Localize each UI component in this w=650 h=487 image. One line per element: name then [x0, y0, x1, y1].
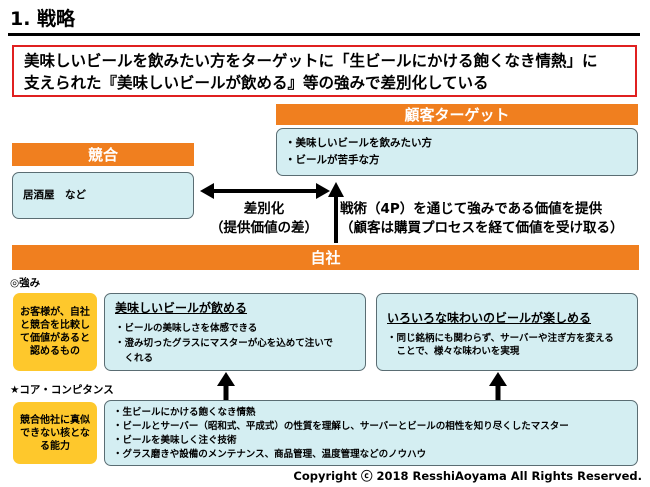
strength-item: ことで、様々な味わいを実現 — [387, 346, 520, 357]
strengths-label: ◎強み — [10, 277, 41, 289]
core-badge: 競合他社に真似できない核となる能力 — [13, 402, 97, 464]
differentiation-label: 差別化 （提供価値の差） — [196, 200, 332, 238]
company-header-label: 自社 — [310, 249, 341, 267]
core-label: ★コア・コンピタンス — [10, 384, 114, 396]
strength-heading: 美味しいビールが飲める — [115, 301, 248, 315]
competitor-box: 居酒屋 など — [12, 172, 194, 219]
strengths-badge-text: お客様が、自社と競合を比較して価値があると認めるもの — [20, 307, 90, 357]
core-item: ・グラス磨きや設備のメンテナンス、商品管理、温度管理などのノウハウ — [113, 449, 427, 460]
company-header: 自社 — [12, 245, 639, 270]
technique-label: 戦術（4P）を通じて強みである価値を提供 （顧客は購買プロセスを経て価値を受け取… — [340, 200, 640, 238]
target-header-label: 顧客ターゲット — [404, 106, 510, 124]
strength-item: ・ビールの美味しさを体感できる — [115, 323, 258, 334]
strength-box-delicious: 美味しいビールが飲める ・ビールの美味しさを体感できる ・澄み切ったグラスにマス… — [104, 293, 366, 371]
up-arrow-icon — [328, 182, 344, 243]
double-arrow-icon — [200, 183, 330, 199]
core-item: ・生ビールにかける飽くなき情熱 — [113, 407, 256, 418]
target-header: 顧客ターゲット — [276, 104, 638, 125]
up-arrow-icon — [489, 372, 507, 400]
page-title: 1. 戦略 — [10, 8, 76, 30]
competitor-text: 居酒屋 など — [23, 189, 86, 201]
summary-line-2: 支えられた『美味しいビールが飲める』等の強みで差別化している — [24, 74, 489, 92]
competitor-header-label: 競合 — [87, 146, 118, 164]
strength-item: ・澄み切ったグラスにマスターが心を込めて注いで — [115, 338, 334, 349]
technique-line-2: （顧客は購買プロセスを経て価値を受け取る） — [340, 220, 624, 236]
strategy-summary: 美味しいビールを飲みたい方をターゲットに「生ビールにかける飽くなき情熱」に 支え… — [12, 45, 637, 97]
differentiation-line-2: （提供価値の差） — [210, 220, 318, 236]
competitor-header: 競合 — [12, 143, 194, 166]
core-badge-text: 競合他社に真似できない核となる能力 — [20, 414, 90, 452]
strength-item: ・同じ銘柄にも関わらず、サーバーや注ぎ方を変える — [387, 333, 614, 344]
strength-box-variety: いろいろな味わいのビールが楽しめる ・同じ銘柄にも関わらず、サーバーや注ぎ方を変… — [376, 293, 638, 371]
core-item: ・ビールを美味しく注ぐ技術 — [113, 435, 237, 446]
title-divider — [8, 33, 640, 36]
strength-heading: いろいろな味わいのビールが楽しめる — [387, 311, 592, 325]
differentiation-line-1: 差別化 — [243, 201, 285, 217]
core-box: ・生ビールにかける飽くなき情熱 ・ビールとサーバー（昭和式、平成式）の性質を理解… — [104, 400, 638, 466]
technique-line-1: 戦術（4P）を通じて強みである価値を提供 — [340, 201, 603, 217]
core-item: ・ビールとサーバー（昭和式、平成式）の性質を理解し、サーバーとビールの相性を知り… — [113, 421, 569, 432]
target-item: ・美味しいビールを飲みたい方 — [285, 137, 432, 149]
up-arrow-icon — [217, 372, 235, 400]
target-box: ・美味しいビールを飲みたい方 ・ビールが苦手な方 — [276, 128, 638, 176]
target-item: ・ビールが苦手な方 — [285, 154, 380, 166]
strengths-badge: お客様が、自社と競合を比較して価値があると認めるもの — [13, 293, 97, 371]
strength-item: くれる — [115, 353, 154, 364]
copyright-notice: Copyright ⓒ 2018 ResshiAoyama All Rights… — [293, 469, 642, 483]
summary-line-1: 美味しいビールを飲みたい方をターゲットに「生ビールにかける飽くなき情熱」に — [24, 52, 598, 70]
